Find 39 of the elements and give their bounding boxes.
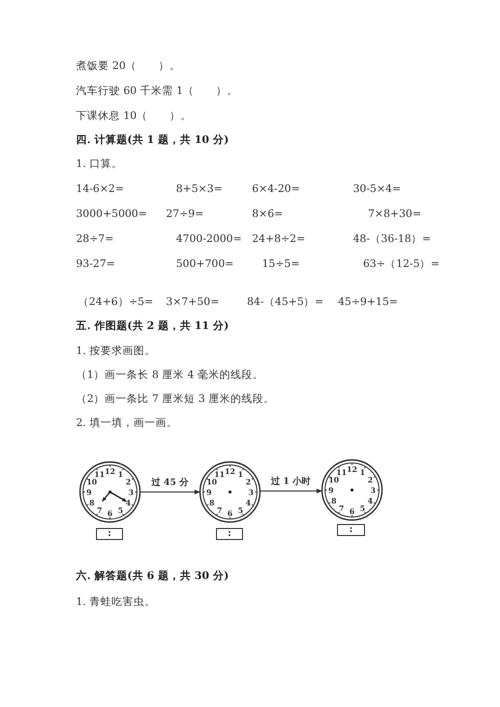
question-text: （24+6）÷5= [78,296,154,309]
question-text: 45÷9+15= [338,296,398,309]
arrow [140,490,201,494]
question-text: 14-6×2= [76,183,124,196]
question-text: 28÷7= [76,233,114,246]
section-heading: 五. 作图题(共 2 题，共 11 分) [76,320,229,333]
question-text: 2. 填一填，画一画。 [76,417,178,430]
question-text: 煮饭要 20（ ）。 [76,60,181,73]
question-text: 63÷（12-5）= [363,258,440,271]
time-answer-box: : [96,528,123,540]
question-text: 24+8÷2= [252,233,306,246]
question-text: 30-5×4= [353,183,401,196]
edge-label: 过 1 小时 [270,477,312,488]
question-text: 1. 口算。 [76,158,122,171]
question-text: 93-27= [76,258,116,271]
question-text: 8+5×3= [176,183,222,196]
question-text: 6×4-20= [252,183,300,196]
question-text: 汽车行驶 60 千米需 1（ ）。 [76,85,238,98]
question-text: 8×6= [252,208,283,221]
arrow [260,488,323,494]
time-answer-box: : [216,528,243,540]
question-text: （2）画一条比 7 厘米短 3 厘米的线段。 [76,393,274,406]
question-text: 3×7+50= [166,296,220,309]
question-text: 1. 按要求画图。 [76,345,156,358]
question-text: 500+700= [176,258,234,271]
question-text: 1. 青蛙吃害虫。 [76,596,156,609]
question-text: 3000+5000= [76,208,148,221]
edge-label: 过 45 分 [150,478,190,489]
question-text: （1）画一条长 8 厘米 4 毫米的线段。 [76,369,264,382]
question-text: 下课休息 10（ ）。 [76,110,192,123]
question-text: 4700-2000= [176,233,242,246]
time-answer-box: : [337,524,365,536]
question-text: 15÷5= [262,258,300,271]
question-text: 7×8+30= [368,208,422,221]
question-text: 48-（36-18）= [353,233,431,246]
section-heading: 六. 解答题(共 6 题，共 30 分) [76,570,229,583]
section-heading: 四. 计算题(共 1 题，共 10 分) [76,134,229,147]
question-text: 27÷9= [166,208,204,221]
question-text: 84-（45+5）= [247,296,324,309]
